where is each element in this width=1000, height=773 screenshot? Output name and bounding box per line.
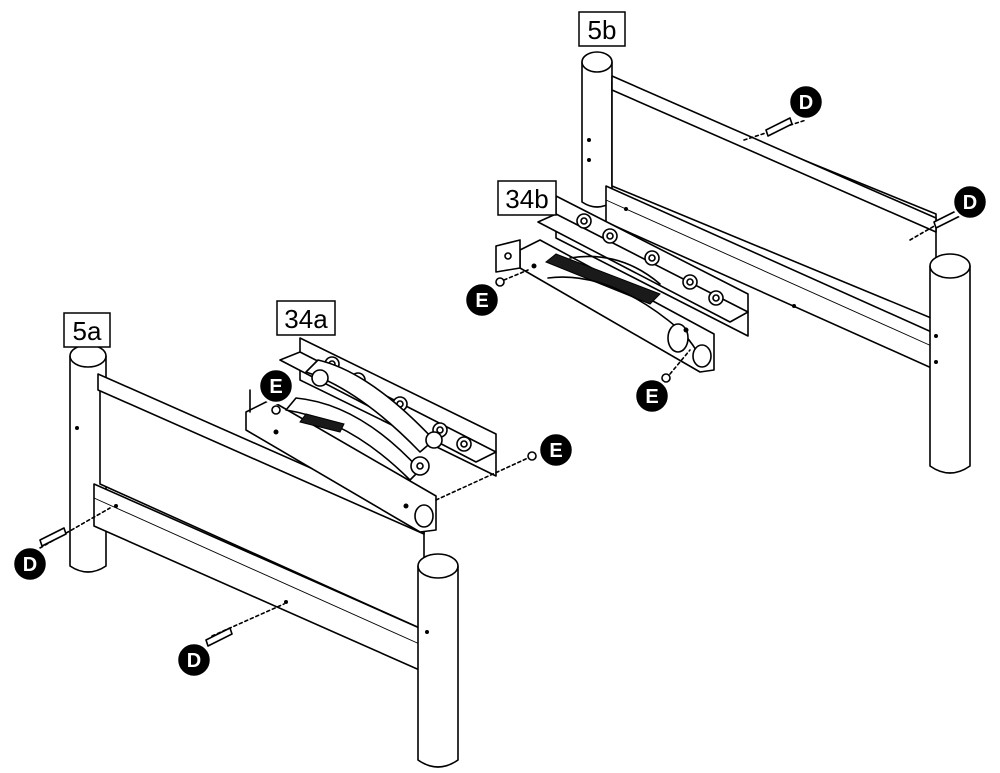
svg-text:D: D: [187, 650, 201, 672]
fastener-callout-e: E: [537, 431, 575, 469]
part-label-34a-text: 34a: [284, 304, 328, 334]
svg-text:E: E: [645, 386, 658, 408]
fastener-callout-e: E: [257, 367, 295, 405]
hinge-34b: [495, 195, 749, 373]
fastener-callout-d: D: [787, 83, 825, 121]
part-label-5b-text: 5b: [588, 15, 617, 45]
fastener-callout-e: E: [633, 377, 671, 415]
svg-text:E: E: [269, 376, 282, 398]
fastener-callout-d: D: [951, 183, 989, 221]
svg-text:D: D: [963, 192, 977, 214]
fastener-callout-e: E: [463, 281, 501, 319]
part-label-5b: 5b: [578, 11, 626, 47]
part-label-34a: 34a: [276, 300, 336, 336]
part-label-5a: 5a: [63, 312, 111, 348]
frame-5b: [581, 51, 971, 474]
part-label-5a-text: 5a: [73, 316, 102, 346]
svg-text:E: E: [475, 290, 488, 312]
svg-text:D: D: [799, 92, 813, 114]
screws: [39, 117, 963, 647]
svg-text:D: D: [23, 554, 37, 576]
part-label-34b-text: 34b: [505, 184, 548, 214]
frame-5a: [69, 344, 459, 768]
hinge-34a: [245, 337, 497, 533]
fastener-callout-d: D: [11, 545, 49, 583]
svg-text:E: E: [549, 440, 562, 462]
fastener-callout-d: D: [175, 641, 213, 679]
part-label-34b: 34b: [497, 180, 557, 216]
